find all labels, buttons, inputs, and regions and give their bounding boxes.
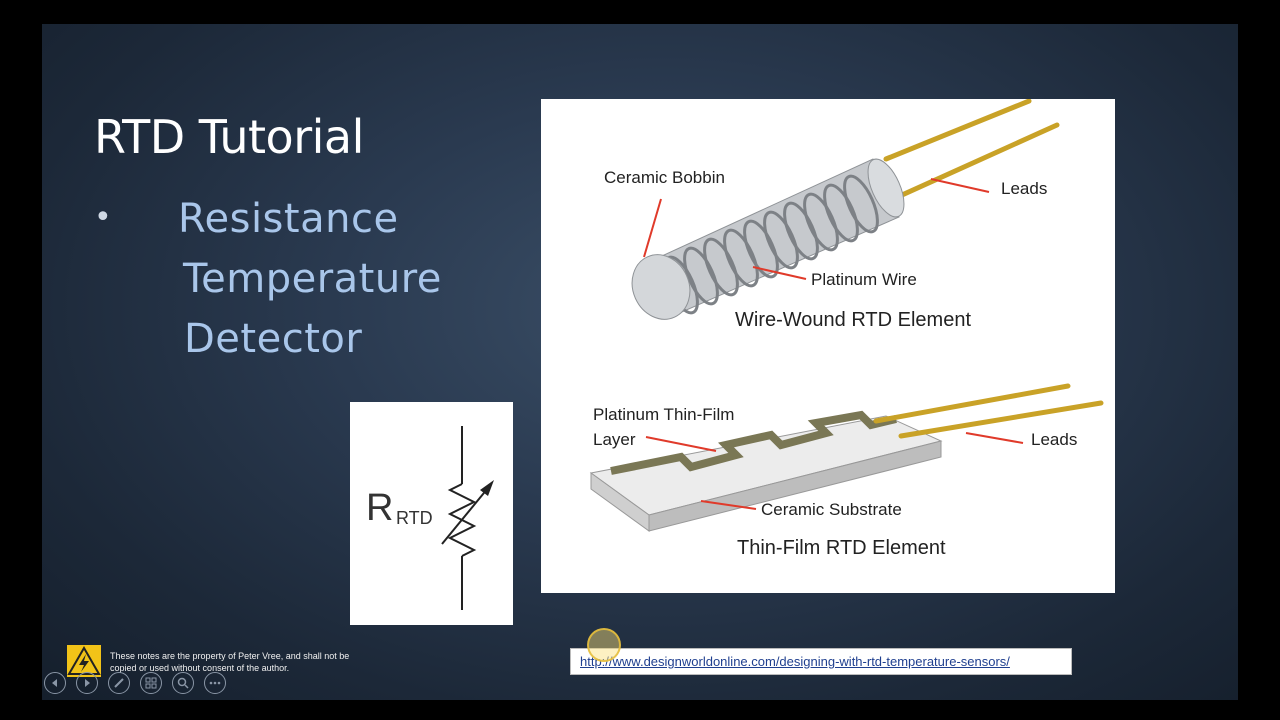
platinum-thin-film (610, 410, 897, 475)
pen-button[interactable] (108, 672, 130, 694)
more-icon (209, 681, 221, 685)
more-button[interactable] (204, 672, 226, 694)
high-voltage-warning-icon (67, 645, 101, 677)
symbol-letter: R (366, 487, 394, 529)
wire-wound-pointers (643, 178, 990, 280)
slides-button[interactable] (140, 672, 162, 694)
copyright-notice: These notes are the property of Peter Vr… (110, 651, 350, 673)
previous-button[interactable] (44, 672, 66, 694)
rtd-schematic-symbol: R RTD (350, 402, 513, 625)
label-platinum-wire: Platinum Wire (811, 270, 917, 289)
wire-wound-lead-1 (883, 99, 1032, 162)
caption-wire-wound: Wire-Wound RTD Element (735, 309, 971, 331)
label-thin-film-line2: Layer (593, 430, 636, 449)
zoom-button[interactable] (172, 672, 194, 694)
thin-film-lead-2 (898, 400, 1104, 439)
bullet-line-3: Detector (184, 316, 363, 362)
bullet-marker: • (94, 200, 112, 235)
label-leads-wire-wound: Leads (1001, 179, 1048, 198)
bobbin-end (867, 158, 905, 218)
label-ceramic-substrate: Ceramic Substrate (761, 500, 902, 519)
slide-title: RTD Tutorial (94, 110, 364, 164)
bobbin-front-cap (631, 254, 691, 320)
bullet-line-2: Temperature (183, 256, 442, 302)
slides-icon (145, 677, 157, 689)
previous-icon (52, 679, 57, 687)
source-link[interactable]: http://www.designworldonline.com/designi… (580, 654, 1010, 669)
slide: RTD Tutorial • Resistance Temperature De… (42, 24, 1238, 700)
cursor-highlight (587, 628, 621, 662)
label-thin-film-line1: Platinum Thin-Film (593, 405, 735, 424)
label-ceramic-bobbin: Ceramic Bobbin (604, 168, 725, 187)
pen-icon (114, 678, 124, 688)
ceramic-substrate-front (648, 440, 942, 532)
platinum-wire-coil (663, 174, 879, 315)
bullet-line-1: Resistance (178, 196, 399, 242)
label-leads-thin-film: Leads (1031, 430, 1078, 449)
zoom-icon (177, 677, 189, 689)
thin-film-pointers (645, 432, 1024, 510)
rtd-diagram: Ceramic Bobbin Leads Platinum Wire Wire-… (541, 99, 1115, 593)
rtd-diagram-drawing (589, 99, 1104, 532)
variable-resistor-icon (441, 426, 494, 610)
source-link-box[interactable]: http://www.designworldonline.com/designi… (570, 648, 1072, 675)
caption-thin-film: Thin-Film RTD Element (737, 537, 946, 559)
next-icon (85, 679, 90, 687)
symbol-subscript: RTD (396, 508, 433, 528)
next-button[interactable] (76, 672, 98, 694)
thin-film-lead-1 (873, 383, 1071, 424)
